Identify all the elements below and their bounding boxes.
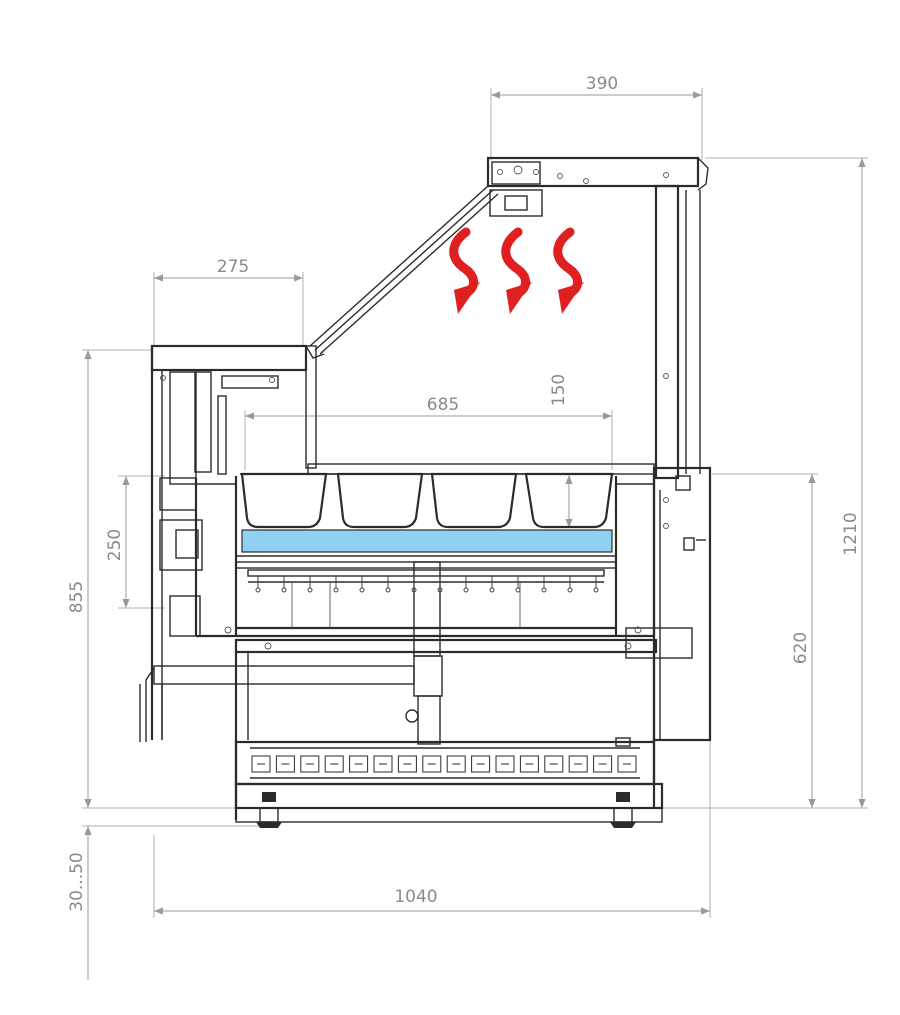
grille-slot xyxy=(300,755,320,773)
grille-slot xyxy=(568,755,588,773)
heat-arrow-head xyxy=(454,282,480,314)
grille-slot xyxy=(397,755,417,773)
grille-slot xyxy=(471,755,491,773)
condenser-grille xyxy=(251,755,637,773)
heat-arrow-head xyxy=(558,282,584,314)
dim-feet: 30...50 xyxy=(67,852,87,911)
pan-4 xyxy=(524,472,614,529)
heat-arrow xyxy=(449,227,478,297)
grille-slot xyxy=(349,755,369,773)
grille-slot xyxy=(422,755,442,773)
dim-counter-height: 855 xyxy=(67,581,87,613)
cabinet-structure xyxy=(139,156,712,828)
grille-slot xyxy=(593,755,613,773)
dim-tank-depth: 250 xyxy=(105,529,125,561)
pan-3 xyxy=(430,472,518,529)
dim-inner-width: 685 xyxy=(427,395,459,415)
grille-slot xyxy=(519,755,539,773)
dim-upper-shelf: 275 xyxy=(217,257,249,277)
grille-slot xyxy=(544,755,564,773)
heat-arrow-head xyxy=(506,282,532,314)
dim-lower-height: 620 xyxy=(791,632,811,664)
grille-slot xyxy=(251,755,271,773)
pan-2 xyxy=(336,472,424,529)
dim-total-height: 1210 xyxy=(841,512,861,555)
heat-arrow xyxy=(553,227,582,297)
heat-wave-icon xyxy=(449,227,584,314)
grille-slot xyxy=(373,755,393,773)
heat-arrow xyxy=(501,227,530,297)
dim-top-width: 390 xyxy=(586,74,618,94)
pan-1 xyxy=(240,472,328,529)
shelf-hangers xyxy=(255,576,599,593)
dim-overall-width: 1040 xyxy=(394,887,437,907)
gastronorm-pans xyxy=(240,472,614,529)
dimension-lines xyxy=(82,88,868,980)
grille-slot xyxy=(446,755,466,773)
grille-slot xyxy=(617,755,637,773)
dim-pan-height: 150 xyxy=(549,374,569,406)
water-bath xyxy=(241,529,613,553)
grille-slot xyxy=(495,755,515,773)
grille-slot xyxy=(275,755,295,773)
grille-slot xyxy=(324,755,344,773)
